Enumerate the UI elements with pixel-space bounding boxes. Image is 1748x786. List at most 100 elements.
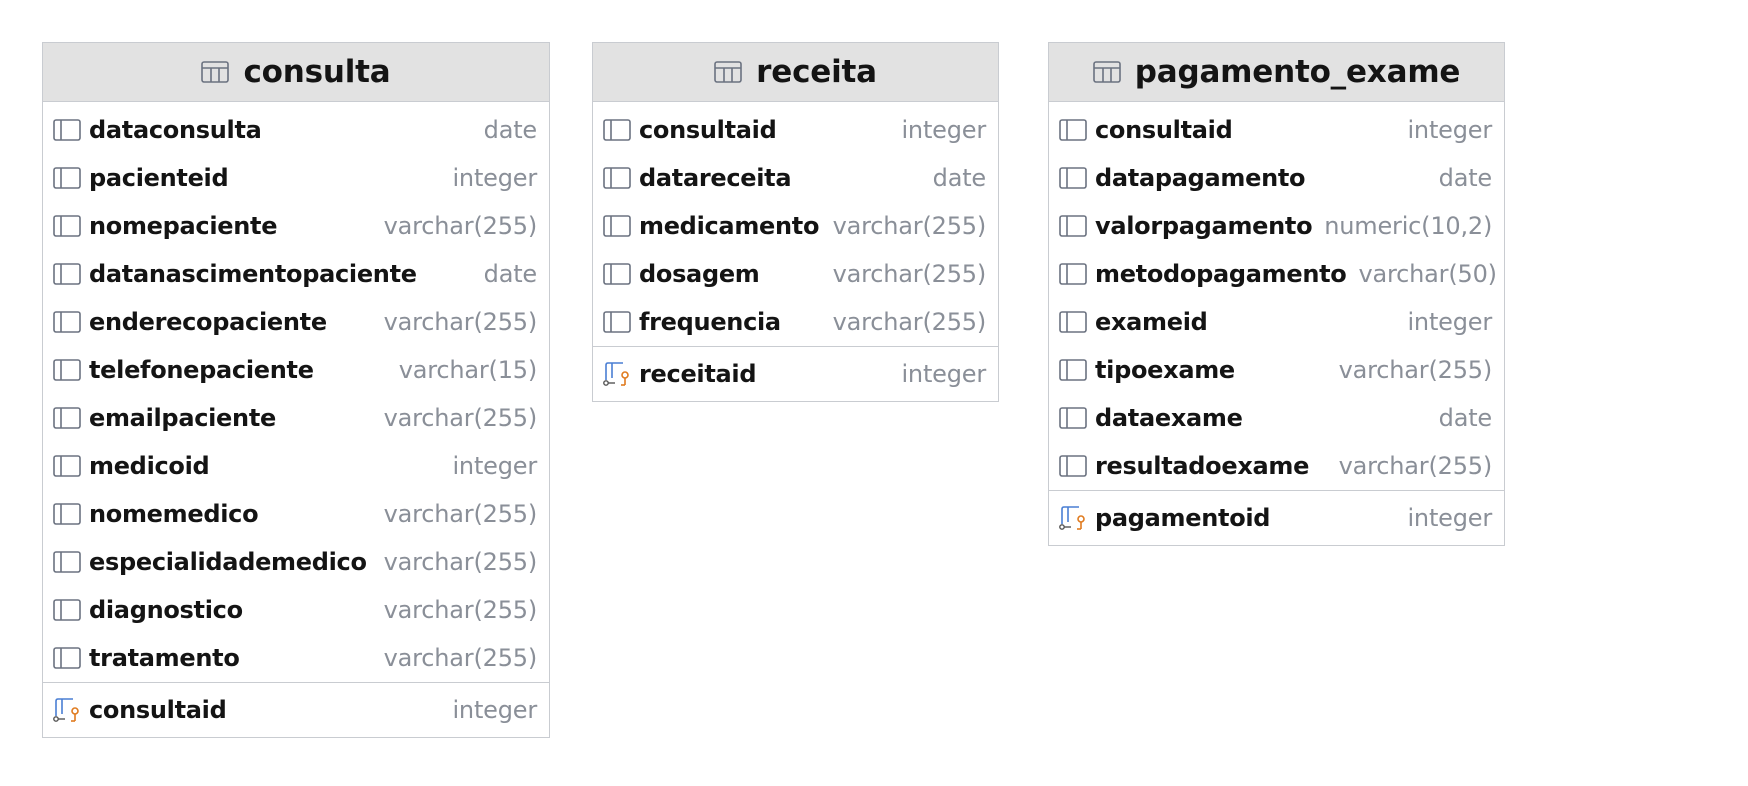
column-row[interactable]: nomepaciente varchar(255) (43, 202, 549, 250)
column-type: varchar(255) (832, 212, 987, 240)
column-name: datanascimentopaciente (89, 260, 417, 288)
primary-key-row[interactable]: consultaid integer (43, 686, 549, 734)
column-row[interactable]: emailpaciente varchar(255) (43, 394, 549, 442)
column-type: varchar(255) (383, 308, 538, 336)
column-type: date (932, 164, 987, 192)
column-icon (53, 119, 81, 141)
column-row[interactable]: tratamento varchar(255) (43, 634, 549, 682)
table-grid-icon (714, 61, 742, 83)
column-row[interactable]: medicoid integer (43, 442, 549, 490)
column-name: exameid (1095, 308, 1208, 336)
column-name: receitaid (639, 360, 757, 388)
table-title: receita (756, 54, 877, 90)
column-type: varchar(255) (383, 212, 538, 240)
column-type: integer (452, 696, 537, 724)
column-icon (603, 119, 631, 141)
column-icon (53, 599, 81, 621)
column-name: resultadoexame (1095, 452, 1310, 480)
column-name: nomepaciente (89, 212, 278, 240)
column-icon (1059, 407, 1087, 429)
column-name: metodopagamento (1095, 260, 1347, 288)
table-grid-icon (1092, 61, 1121, 83)
column-name: pagamentoid (1095, 504, 1271, 532)
column-name: diagnostico (89, 596, 243, 624)
column-type: integer (1407, 308, 1492, 336)
primary-key-section: receitaid integer (593, 346, 998, 401)
column-icon (53, 503, 81, 525)
column-name: datapagamento (1095, 164, 1306, 192)
column-type: varchar(255) (383, 404, 538, 432)
primary-key-icon (1059, 506, 1085, 530)
column-icon (1059, 119, 1087, 141)
primary-key-row[interactable]: pagamentoid integer (1049, 494, 1504, 542)
primary-key-section: consultaid integer (43, 682, 549, 737)
column-name: enderecopaciente (89, 308, 327, 336)
column-type: varchar(255) (383, 644, 538, 672)
column-row[interactable]: frequencia varchar(255) (593, 298, 998, 346)
column-row[interactable]: especialidademedico varchar(255) (43, 538, 549, 586)
column-icon (1059, 215, 1087, 237)
column-name: frequencia (639, 308, 781, 336)
column-icon (53, 311, 81, 333)
column-type: integer (452, 452, 537, 480)
column-icon (53, 647, 81, 669)
column-icon (53, 215, 81, 237)
column-type: integer (901, 360, 986, 388)
column-row[interactable]: enderecopaciente varchar(255) (43, 298, 549, 346)
column-icon (603, 311, 631, 333)
column-type: varchar(255) (832, 260, 987, 288)
primary-key-icon (603, 362, 629, 386)
table-grid-icon (201, 61, 230, 83)
column-type: varchar(255) (383, 548, 538, 576)
column-icon (1059, 263, 1087, 285)
column-row[interactable]: exameid integer (1049, 298, 1504, 346)
column-type: varchar(15) (398, 356, 537, 384)
primary-key-row[interactable]: receitaid integer (593, 350, 998, 398)
table-title: consulta (243, 54, 391, 90)
column-name: medicoid (89, 452, 210, 480)
table-title: pagamento_exame (1134, 54, 1461, 90)
column-name: consultaid (89, 696, 227, 724)
column-name: tratamento (89, 644, 240, 672)
column-name: especialidademedico (89, 548, 367, 576)
column-name: dataexame (1095, 404, 1243, 432)
column-icon (53, 455, 81, 477)
column-row[interactable]: datanascimentopaciente date (43, 250, 549, 298)
column-type: numeric(10,2) (1324, 212, 1493, 240)
column-name: nomemedico (89, 500, 259, 528)
column-icon (1059, 311, 1087, 333)
column-icon (1059, 455, 1087, 477)
column-name: dataconsulta (89, 116, 262, 144)
column-type: date (483, 260, 538, 288)
table-header: receita (593, 43, 998, 102)
table-header: consulta (43, 43, 549, 102)
column-icon (1059, 359, 1087, 381)
column-type: integer (1407, 504, 1492, 532)
column-type: varchar(255) (832, 308, 987, 336)
column-name: emailpaciente (89, 404, 276, 432)
column-type: integer (901, 116, 986, 144)
column-type: integer (452, 164, 537, 192)
